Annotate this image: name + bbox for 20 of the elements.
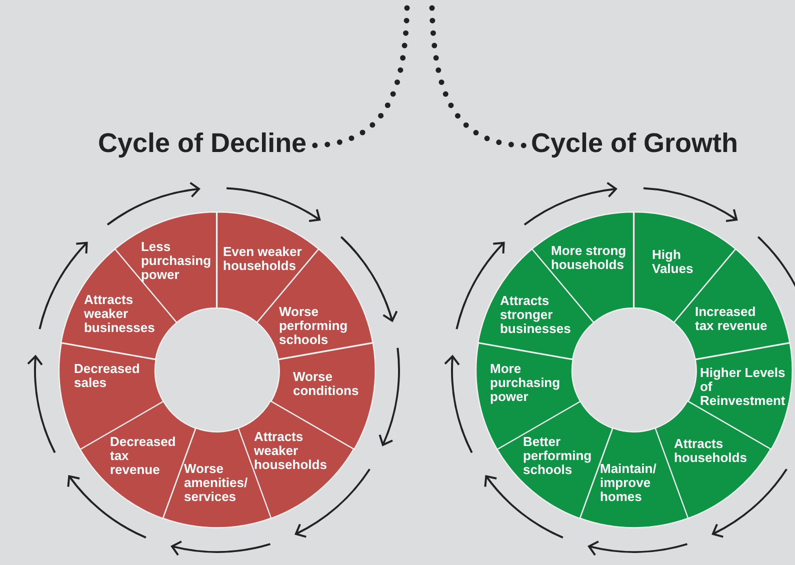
segment-label: Decreased tax revenue [110, 435, 177, 477]
segment-label: Worse performing schools [278, 304, 349, 347]
segment-label: High Values [652, 248, 694, 276]
segment-label: Maintain/ improve homes [600, 462, 658, 504]
segment-label: Better performing schools [522, 435, 593, 477]
segment-label: Attracts weaker businesses [84, 292, 156, 335]
segment-label: Attracts households [674, 437, 748, 465]
segment-label: More strong households [550, 244, 628, 272]
segment-label: Less purchasing power [140, 240, 212, 282]
segment-label: Even weaker households [223, 245, 303, 273]
diagram-heading: Cycle of Decline [98, 128, 307, 159]
segment-label: More purchasing power [490, 362, 562, 404]
segment-label: Attracts stronger businesses [500, 294, 572, 336]
segment-label: Worse conditions [292, 370, 360, 398]
segment-label: Worse amenities/ services [184, 462, 249, 504]
segment-label: Increased tax revenue [694, 304, 768, 333]
segment-label: Decreased sales [74, 362, 141, 390]
segment-label: Attracts weaker households [254, 430, 328, 472]
segment-label: Higher Levels of Reinvestment [700, 366, 786, 408]
diagram-heading: Cycle of Growth [531, 128, 738, 159]
